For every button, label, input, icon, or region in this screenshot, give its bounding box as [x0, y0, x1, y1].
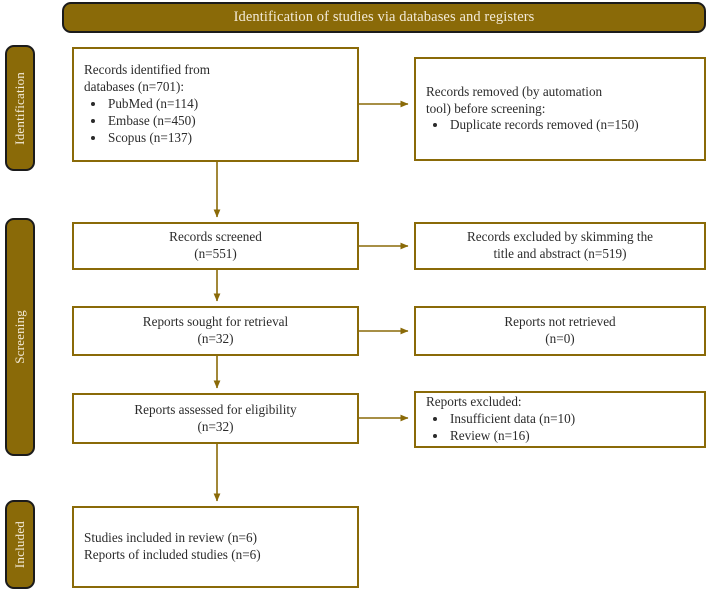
list-item: Embase (n=450) — [106, 113, 347, 130]
header-banner: Identification of studies via databases … — [62, 2, 706, 33]
records-identified-bullets: PubMed (n=114) Embase (n=450) Scopus (n=… — [84, 96, 347, 147]
records-identified-line1: Records identified from — [84, 62, 210, 78]
reports-assessed-line2: (n=32) — [197, 418, 234, 434]
reports-not-retrieved-line2: (n=0) — [545, 331, 575, 346]
box-records-identified: Records identified from databases (n=701… — [72, 47, 359, 162]
records-identified-line2: databases (n=701): — [84, 79, 185, 95]
records-removed-line1: Records removed (by automation — [426, 83, 603, 99]
box-records-removed: Records removed (by automation tool) bef… — [414, 57, 706, 161]
records-screened-line1: Records screened — [169, 229, 262, 245]
stage-tab-screening: Screening — [5, 218, 35, 456]
header-banner-label: Identification of studies via databases … — [233, 9, 535, 25]
records-excluded-line2: title and abstract (n=519) — [493, 246, 627, 261]
stage-tab-included-label: Included — [12, 520, 27, 569]
list-item: PubMed (n=114) — [106, 96, 347, 113]
records-excluded-line1: Records excluded by skimming the — [466, 229, 654, 245]
stage-tab-identification: Identification — [5, 45, 35, 171]
reports-sought-line1: Reports sought for retrieval — [142, 314, 289, 330]
list-item: Insufficient data (n=10) — [448, 411, 694, 428]
box-reports-not-retrieved: Reports not retrieved (n=0) — [414, 306, 706, 356]
stage-tab-identification-label: Identification — [12, 71, 27, 145]
records-screened-line2: (n=551) — [194, 246, 237, 261]
list-item: Scopus (n=137) — [106, 130, 347, 147]
stage-tab-included: Included — [5, 500, 35, 589]
reports-assessed-line1: Reports assessed for eligibility — [134, 401, 297, 417]
studies-included-line2: Reports of included studies (n=6) — [84, 547, 261, 562]
records-removed-bullets: Duplicate records removed (n=150) — [426, 117, 694, 134]
reports-not-retrieved-line1: Reports not retrieved — [504, 314, 616, 330]
records-removed-line2: tool) before screening: — [426, 100, 546, 116]
list-item: Duplicate records removed (n=150) — [448, 117, 694, 134]
reports-excluded-heading: Reports excluded: — [426, 394, 522, 410]
reports-excluded-bullets: Insufficient data (n=10) Review (n=16) — [426, 411, 694, 445]
box-reports-assessed: Reports assessed for eligibility (n=32) — [72, 393, 359, 444]
box-records-excluded-screening: Records excluded by skimming the title a… — [414, 222, 706, 270]
stage-tab-screening-label: Screening — [12, 310, 27, 364]
reports-sought-line2: (n=32) — [197, 331, 234, 346]
box-studies-included: Studies included in review (n=6) Reports… — [72, 506, 359, 588]
box-reports-excluded-eligibility: Reports excluded: Insufficient data (n=1… — [414, 391, 706, 448]
box-records-screened: Records screened (n=551) — [72, 222, 359, 270]
box-reports-sought: Reports sought for retrieval (n=32) — [72, 306, 359, 356]
list-item: Review (n=16) — [448, 428, 694, 445]
studies-included-line1: Studies included in review (n=6) — [84, 530, 257, 546]
